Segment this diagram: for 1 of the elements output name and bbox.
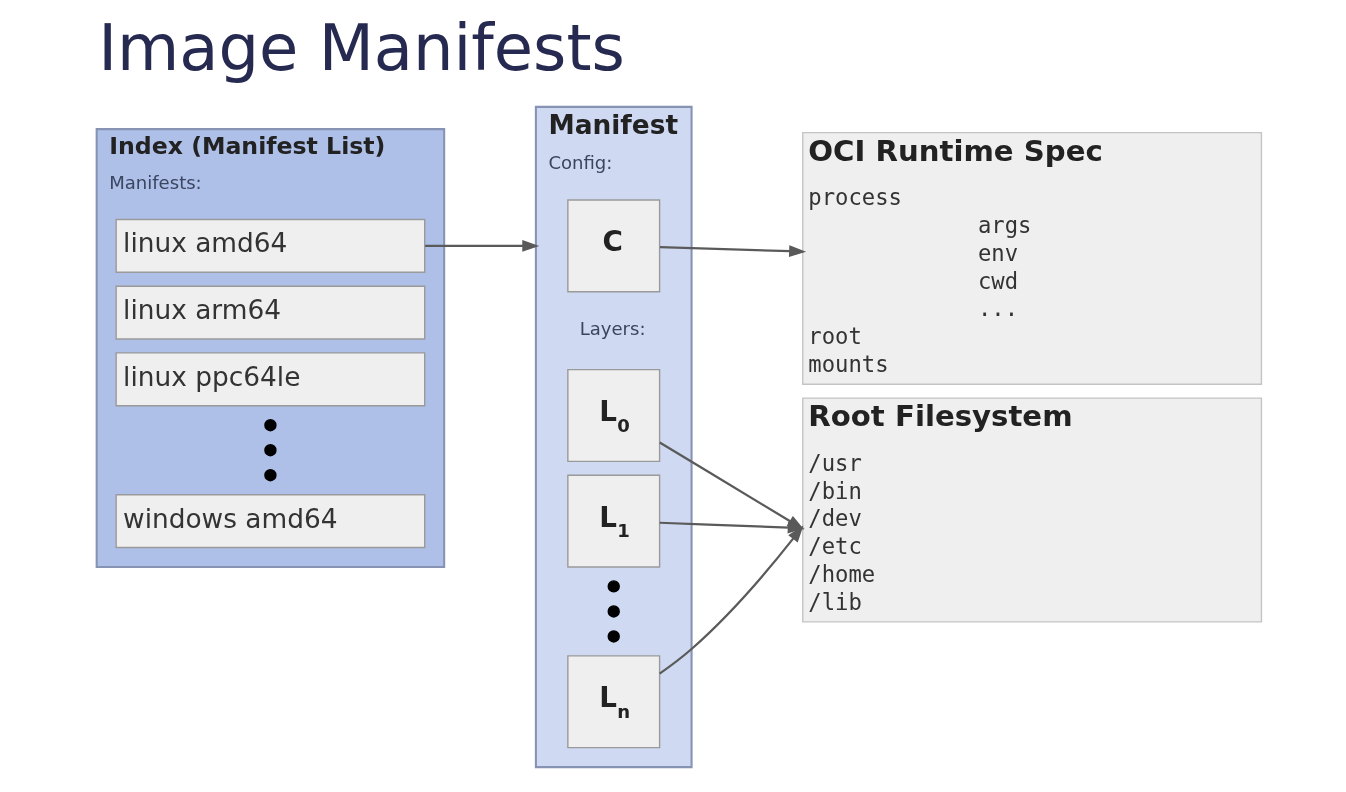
diagram-title: Image Manifests — [97, 11, 625, 86]
